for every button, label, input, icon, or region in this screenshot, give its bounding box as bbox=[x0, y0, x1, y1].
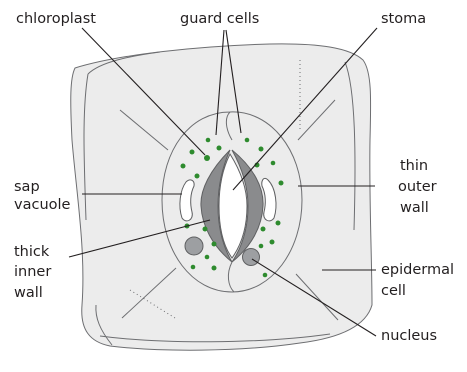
label-thin-line2: outer bbox=[398, 179, 437, 195]
label-thick-line1: thick bbox=[14, 244, 50, 260]
label-thin-line1: thin bbox=[400, 158, 428, 174]
label-sap-line1: sap bbox=[14, 179, 40, 195]
label-nucleus: nucleus bbox=[381, 328, 437, 344]
label-guard-cells: guard cells bbox=[180, 11, 259, 27]
label-thick-line2: inner bbox=[14, 264, 51, 280]
label-sap-line2: vacuole bbox=[14, 197, 71, 213]
label-chloroplast: chloroplast bbox=[16, 11, 96, 27]
label-thick-line3: wall bbox=[14, 285, 43, 301]
label-epidermal-line2: cell bbox=[381, 283, 406, 299]
label-epidermal-line1: epidermal bbox=[381, 262, 454, 278]
label-stoma: stoma bbox=[381, 11, 426, 27]
label-thin-line3: wall bbox=[400, 200, 429, 216]
